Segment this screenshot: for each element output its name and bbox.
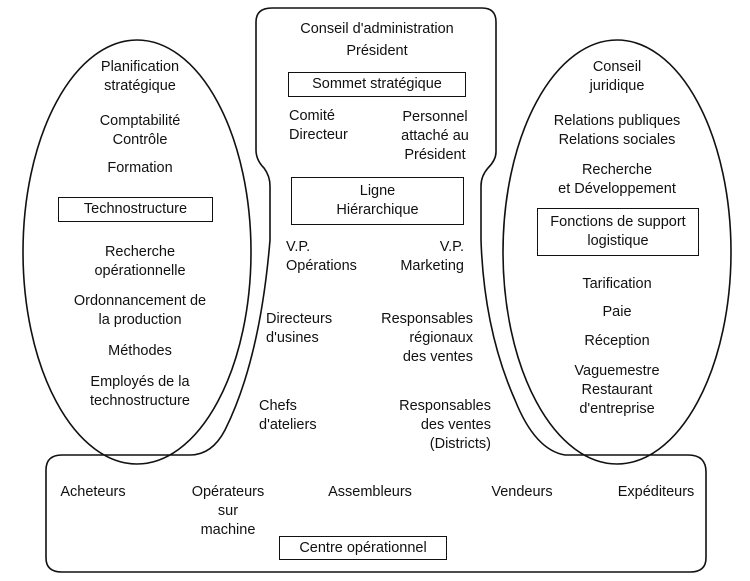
technostructure-ellipse bbox=[22, 39, 252, 465]
ligne-hierarchique-box: Ligne Hiérarchique bbox=[291, 177, 464, 225]
sommet-president: Président bbox=[346, 43, 408, 59]
ligne-responsables-regionaux: Responsables régionaux des ventes bbox=[381, 311, 473, 365]
central-outline bbox=[45, 7, 707, 573]
technostructure-box: Technostructure bbox=[58, 197, 213, 222]
centre-item-expediteurs: Expéditeurs bbox=[617, 484, 695, 500]
support-ellipse bbox=[502, 39, 732, 465]
techno-item-comptabilite: Comptabilité Contrôle bbox=[99, 113, 181, 148]
centre-item-vendeurs: Vendeurs bbox=[491, 484, 553, 500]
sommet-personnel-president: Personnel attaché au Président bbox=[401, 109, 469, 163]
support-item-tarification: Tarification bbox=[582, 276, 652, 292]
support-item-paie: Paie bbox=[602, 304, 632, 320]
sommet-comite-directeur: Comité Directeur bbox=[289, 108, 348, 143]
support-item-conseil-juridique: Conseil juridique bbox=[589, 59, 645, 94]
techno-item-recherche-op: Recherche opérationnelle bbox=[94, 244, 186, 279]
ligne-chefs-ateliers: Chefs d'ateliers bbox=[259, 398, 317, 433]
support-item-reception: Réception bbox=[584, 333, 650, 349]
sommet-strategique-box: Sommet stratégique bbox=[288, 72, 466, 97]
techno-item-employes: Employés de la technostructure bbox=[90, 374, 190, 409]
techno-item-methodes: Méthodes bbox=[108, 343, 172, 359]
support-item-relations: Relations publiques Relations sociales bbox=[553, 113, 681, 148]
support-item-vaguemestre-restaurant: Vaguemestre Restaurant d'entreprise bbox=[574, 363, 660, 417]
techno-item-ordonnancement: Ordonnancement de la production bbox=[73, 293, 207, 328]
techno-item-formation: Formation bbox=[107, 160, 173, 176]
centre-operationnel-box: Centre opérationnel bbox=[279, 536, 447, 560]
centre-item-acheteurs: Acheteurs bbox=[60, 484, 126, 500]
centre-item-operateurs: Opérateurs sur machine bbox=[191, 484, 265, 538]
ligne-vp-marketing: V.P. Marketing bbox=[400, 239, 464, 274]
ligne-directeurs-usines: Directeurs d'usines bbox=[266, 311, 333, 346]
support-item-recherche-dev: Recherche et Développement bbox=[558, 162, 676, 197]
sommet-conseil: Conseil d'administration bbox=[300, 21, 454, 37]
ligne-vp-operations: V.P. Opérations bbox=[286, 239, 357, 274]
support-logistique-box: Fonctions de support logistique bbox=[537, 208, 699, 256]
centre-item-assembleurs: Assembleurs bbox=[328, 484, 412, 500]
techno-item-planification: Planification stratégique bbox=[100, 59, 180, 94]
ligne-responsables-districts: Responsables des ventes (Districts) bbox=[399, 398, 491, 452]
